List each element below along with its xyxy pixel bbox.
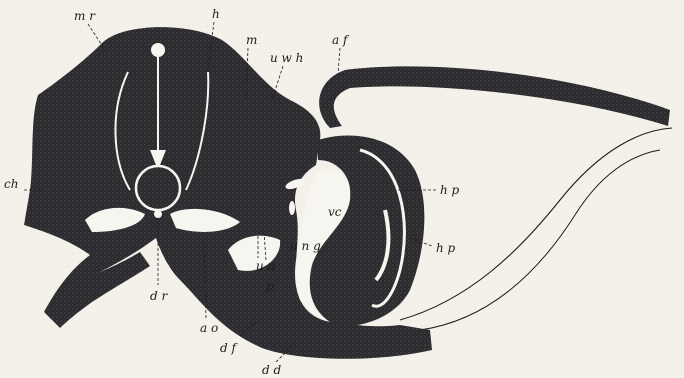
label-hp-upper: h p (440, 183, 460, 197)
label-df: d f (220, 341, 238, 355)
label-m: m (246, 33, 257, 47)
notochord (136, 166, 180, 210)
label-ao: a o (200, 321, 218, 335)
label-uwh: u w h (270, 51, 303, 65)
label-ung: u n g (290, 239, 321, 253)
vena-cardinalis-2 (289, 201, 295, 215)
dorsal-root (154, 210, 162, 218)
label-vc: vc (328, 205, 342, 219)
label-dr: d r (150, 289, 168, 303)
label-un: u n (256, 259, 275, 273)
label-hp-lower: h p (436, 241, 456, 255)
label-h: h (212, 7, 220, 21)
neural-canal (151, 43, 165, 57)
label-ch: ch (4, 177, 18, 191)
label-p: p (266, 279, 274, 293)
label-dd: d d (262, 363, 281, 377)
label-af: a f (332, 33, 350, 47)
label-mr: m r (74, 9, 96, 23)
